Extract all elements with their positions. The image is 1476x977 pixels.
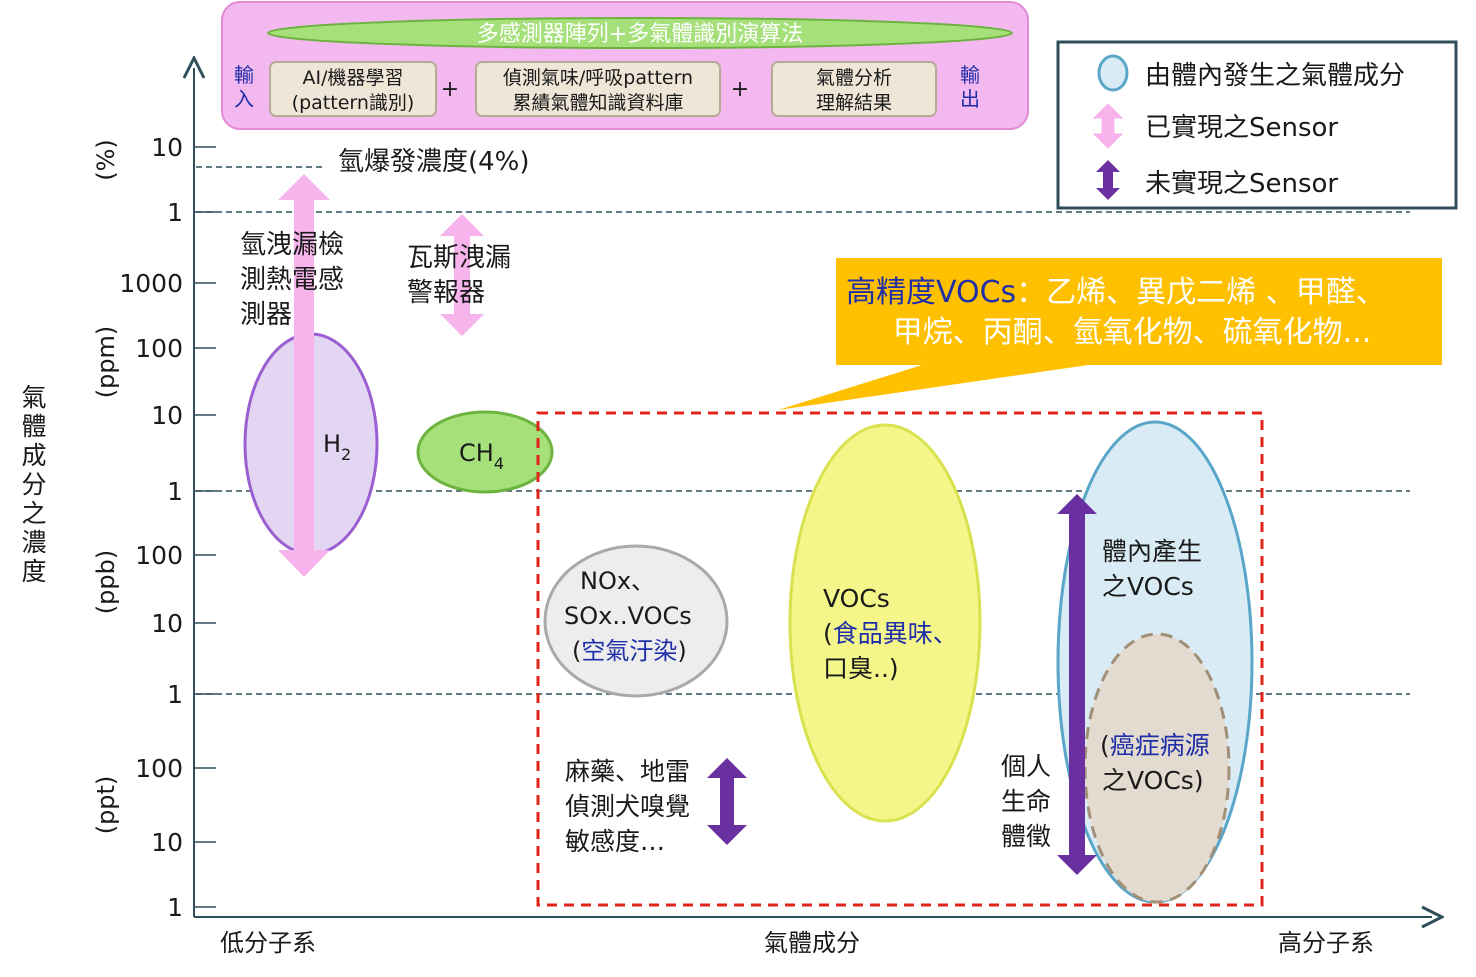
vital-line-1: 個人: [1001, 752, 1051, 781]
unit-percent: (%): [92, 139, 120, 181]
output-label-char-1: 輸: [960, 63, 980, 87]
nox-line-1: NOx、: [580, 567, 655, 595]
y-axis-title-char: 體: [21, 412, 46, 441]
body-vocs-line-1: 體內產生: [1102, 537, 1202, 566]
y-axis-title-char: 度: [21, 557, 46, 586]
dog-line-1: 麻藥、地雷: [565, 757, 690, 786]
y-tick-label: 1: [167, 893, 183, 922]
plus-sign-1: +: [441, 77, 459, 102]
y-axis-title-char: 分: [21, 470, 46, 499]
nox-line-2: SOx..VOCs: [564, 602, 692, 630]
x-axis-title: 氣體成分: [764, 929, 860, 957]
output-label-char-2: 出: [960, 87, 980, 111]
y-axis-title-char: 濃: [21, 528, 46, 557]
cancer-line-1: (癌症病源: [1100, 731, 1210, 760]
cancer-line-2: 之VOCs): [1102, 766, 1204, 795]
x-axis-high-label: 高分子系: [1278, 929, 1374, 957]
dog-line-3: 敏感度…: [565, 827, 665, 856]
gas-alarm-line-1: 瓦斯洩漏: [407, 243, 511, 273]
vocs-line-3: 口臭..): [823, 654, 899, 683]
gas-alarm-arrow: [440, 214, 484, 336]
ch4-ellipse: [416, 410, 554, 494]
pipeline-banner-text: 多感測器陣列+多氣體識別演算法: [477, 22, 803, 47]
dog-sensor-arrow: [707, 758, 747, 845]
y-tick-label: 10: [151, 401, 183, 430]
y-axis-title-char: 之: [21, 499, 46, 528]
input-label-char-1: 輸: [234, 63, 254, 87]
y-tick-label: 10: [151, 609, 183, 638]
h2-sensor-arrow: [278, 174, 330, 577]
ml-box: [269, 61, 437, 117]
analysis-box-line-1: 氣體分析: [816, 67, 892, 89]
y-tick-label: 100: [135, 754, 183, 783]
vital-line-2: 生命: [1001, 787, 1051, 816]
vocs-line-2: (食品異味、: [823, 619, 958, 648]
h2-sensor-line-2: 測熱電感: [240, 265, 344, 295]
y-tick-label: 1000: [119, 269, 183, 298]
y-tick-label: 1: [167, 680, 183, 709]
pipeline-panel: 多感測器陣列+多氣體識別演算法 輸 入 輸 出 AI/機器學習 (pattern…: [221, 1, 1029, 130]
vital-sign-arrow: [1057, 494, 1097, 875]
h2-sensor-line-1: 氫洩漏檢: [240, 230, 344, 260]
vocs-callout: 高精度VOCs：乙烯、異戊二烯 、甲醛、 甲烷、丙酮、氫氧化物、硫氧化物...: [778, 258, 1442, 410]
unit-ppm: (ppm): [92, 326, 120, 399]
unit-ppt: (ppt): [92, 776, 120, 835]
high-precision-region: [536, 411, 1264, 907]
y-tick-label: 100: [135, 541, 183, 570]
x-axis-low-label: 低分子系: [220, 929, 316, 957]
legend-ellipse-icon: [1097, 54, 1129, 92]
legend-item-unrealized: 未實現之Sensor: [1145, 169, 1338, 199]
y-tick-label: 10: [151, 133, 183, 162]
gas-alarm-line-2: 警報器: [407, 278, 485, 308]
legend-item-body-gas: 由體內發生之氣體成分: [1145, 61, 1405, 91]
explosion-concentration-label: 氫爆發濃度(4%): [338, 147, 530, 177]
vocs-ellipse: [788, 423, 982, 823]
nox-line-3: (空氣汙染): [572, 637, 687, 665]
nox-ellipse: [543, 544, 729, 698]
ml-box-line-1: AI/機器學習: [302, 67, 403, 89]
y-tick-label: 1: [167, 198, 183, 227]
dog-line-2: 偵測犬嗅覺: [565, 792, 690, 821]
database-box-line-2: 累績氣體知識資料庫: [512, 92, 683, 114]
vocs-line-1: VOCs: [823, 584, 890, 613]
legend: 由體內發生之氣體成分 已實現之Sensor 未實現之Sensor: [1056, 40, 1458, 210]
callout-line-1: 高精度VOCs：乙烯、異戊二烯 、甲醛、: [846, 275, 1386, 310]
y-axis-title-char: 氣: [21, 383, 46, 412]
database-box-line-1: 偵測氣味/呼吸pattern: [503, 67, 693, 89]
body-vocs-line-2: 之VOCs: [1102, 572, 1194, 601]
y-tick-label: 10: [151, 828, 183, 857]
y-axis-ticks: 10 1 1000 100 10 1 100 10 1 100 10 1: [119, 133, 216, 922]
unit-ppb: (ppb): [92, 550, 120, 614]
h2-label: H2: [323, 430, 351, 464]
ch4-label: CH4: [459, 439, 504, 473]
input-label-char-2: 入: [234, 87, 254, 111]
legend-item-realized: 已實現之Sensor: [1145, 113, 1338, 143]
y-tick-label: 100: [135, 334, 183, 363]
analysis-box-line-2: 理解結果: [816, 92, 892, 114]
database-box: [475, 61, 721, 117]
y-tick-label: 1: [167, 477, 183, 506]
analysis-box: [771, 61, 937, 117]
y-axis-title-char: 成: [21, 441, 46, 470]
vital-line-3: 體徵: [1001, 822, 1051, 851]
plus-sign-2: +: [731, 77, 749, 102]
h2-sensor-line-3: 測器: [240, 300, 292, 330]
callout-line-2: 甲烷、丙酮、氫氧化物、硫氧化物...: [893, 315, 1372, 350]
legend-purple-arrow-icon: [1096, 160, 1120, 200]
ml-box-line-2: (pattern識別): [292, 92, 415, 114]
legend-pink-arrow-icon: [1092, 103, 1124, 149]
